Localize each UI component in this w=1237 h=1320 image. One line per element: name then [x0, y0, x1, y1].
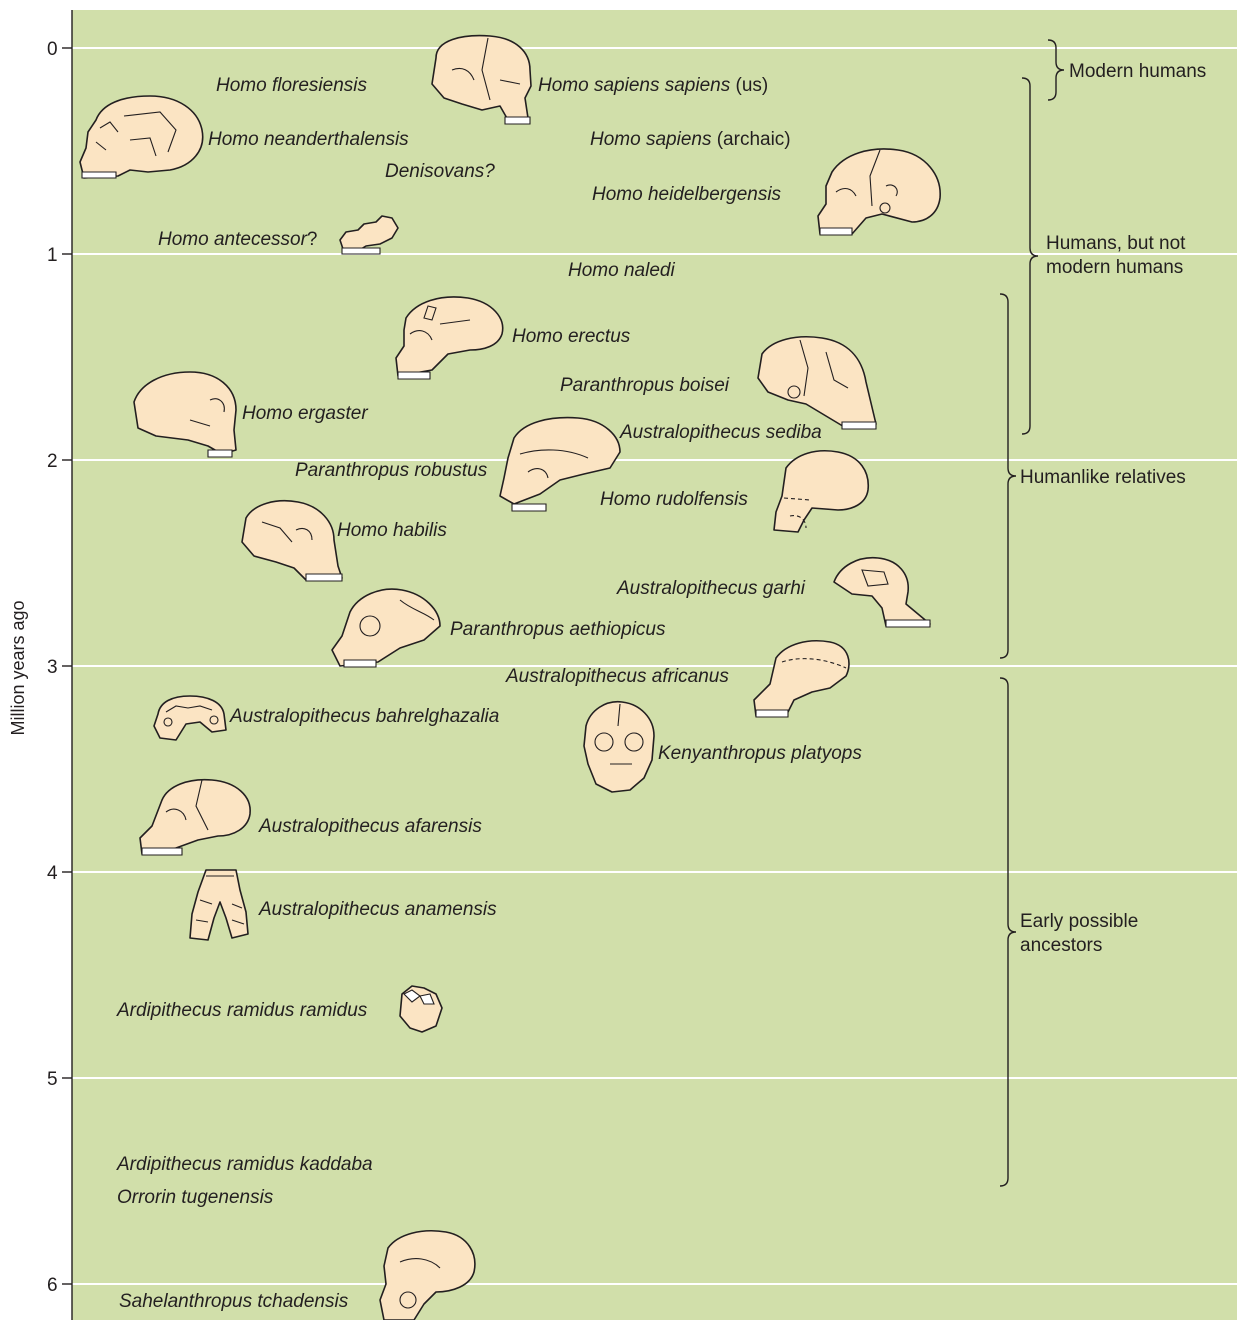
- tick-label: 6: [47, 1275, 58, 1296]
- tick-label: 3: [47, 657, 58, 678]
- group-label-humans-not-modern: Humans, but not: [1046, 233, 1186, 254]
- skull-ardipithecus-ramidus-ramidus-icon: [399, 985, 443, 1033]
- tick-label: 2: [47, 451, 58, 472]
- species-label: Australopithecus africanus: [505, 666, 729, 687]
- bracket-early-ancestors: [999, 677, 1017, 1187]
- species-label: Kenyanthropus platyops: [658, 743, 862, 764]
- y-axis-title: Million years ago: [8, 600, 28, 735]
- tick-label: 0: [47, 39, 58, 60]
- species-label: Homo antecessor?: [158, 229, 317, 250]
- species-label: Australopithecus afarensis: [258, 816, 482, 837]
- species-label: Homo sapiens sapiens (us): [538, 75, 768, 96]
- skull-homo-erectus-icon: [395, 296, 504, 380]
- species-label: Homo heidelbergensis: [592, 184, 782, 205]
- tick-label: 5: [47, 1069, 58, 1090]
- species-label: Paranthropus aethiopicus: [450, 619, 666, 640]
- species-label: Orrorin tugenensis: [117, 1187, 274, 1208]
- species-label: Homo rudolfensis: [600, 489, 748, 510]
- species-label: Australopithecus sediba: [619, 422, 822, 443]
- y-axis-ticks: [62, 47, 72, 1285]
- skull-australopithecus-garhi-icon: [833, 557, 931, 628]
- skull-paranthropus-robustus-icon: [499, 416, 621, 512]
- y-axis-tick-labels: 0 1 2 3 4 5 6: [47, 39, 58, 1296]
- species-label: Australopithecus bahrelghazalia: [229, 706, 499, 727]
- species-label: Homo erectus: [512, 326, 631, 347]
- group-label-humanlike-relatives: Humanlike relatives: [1020, 467, 1186, 488]
- skull-homo-sapiens-sapiens-icon: [431, 34, 532, 125]
- species-labels: Homo floresiensis Homo sapiens sapiens (…: [116, 75, 862, 1312]
- bracket-humans-not-modern: [1021, 77, 1039, 435]
- skull-sahelanthropus-tchadensis-icon: [379, 1229, 476, 1320]
- species-label: Homo ergaster: [242, 403, 368, 424]
- skull-homo-rudolfensis-icon: [773, 450, 869, 533]
- skull-australopithecus-anamensis-icon: [189, 869, 249, 941]
- bracket-humanlike-relatives: [999, 293, 1017, 659]
- skull-homo-antecessor-icon: [339, 215, 399, 255]
- skull-australopithecus-afarensis-icon: [139, 778, 251, 856]
- gridlines: [72, 47, 1237, 1285]
- species-label: Sahelanthropus tchadensis: [119, 1291, 349, 1312]
- species-label: Homo floresiensis: [216, 75, 367, 96]
- species-label: Ardipithecus ramidus ramidus: [116, 1000, 368, 1021]
- skull-homo-neanderthalensis-icon: [79, 95, 204, 179]
- group-label-early-ancestors: Early possible: [1020, 911, 1138, 932]
- skull-australopithecus-bahrelghazalia-icon: [153, 695, 227, 741]
- species-label: Ardipithecus ramidus kaddaba: [116, 1154, 373, 1175]
- skull-homo-habilis-icon: [241, 500, 343, 582]
- species-label: Denisovans?: [385, 161, 495, 182]
- skull-australopithecus-africanus-icon: [753, 640, 850, 718]
- species-label: Paranthropus boisei: [560, 375, 730, 396]
- species-label: Paranthropus robustus: [295, 460, 488, 481]
- tick-label: 4: [47, 863, 58, 884]
- skull-paranthropus-aethiopicus-icon: [331, 588, 441, 668]
- species-label: Homo neanderthalensis: [208, 129, 409, 150]
- bracket-modern-humans: [1047, 39, 1065, 101]
- species-label: Australopithecus garhi: [616, 578, 806, 599]
- group-label-humans-not-modern: modern humans: [1046, 257, 1183, 278]
- group-label-modern-humans: Modern humans: [1069, 61, 1206, 82]
- group-label-early-ancestors: ancestors: [1020, 935, 1102, 956]
- skull-homo-ergaster-icon: [133, 371, 237, 458]
- species-label: Homo sapiens (archaic): [590, 129, 791, 150]
- skull-paranthropus-boisei-icon: [757, 335, 877, 430]
- skull-kenyanthropus-platyops-icon: [583, 701, 655, 793]
- skull-homo-heidelbergensis-icon: [817, 148, 941, 236]
- species-label: Homo habilis: [337, 520, 447, 541]
- species-label: Australopithecus anamensis: [258, 899, 497, 920]
- species-label: Homo naledi: [568, 260, 675, 281]
- tick-label: 1: [47, 245, 58, 266]
